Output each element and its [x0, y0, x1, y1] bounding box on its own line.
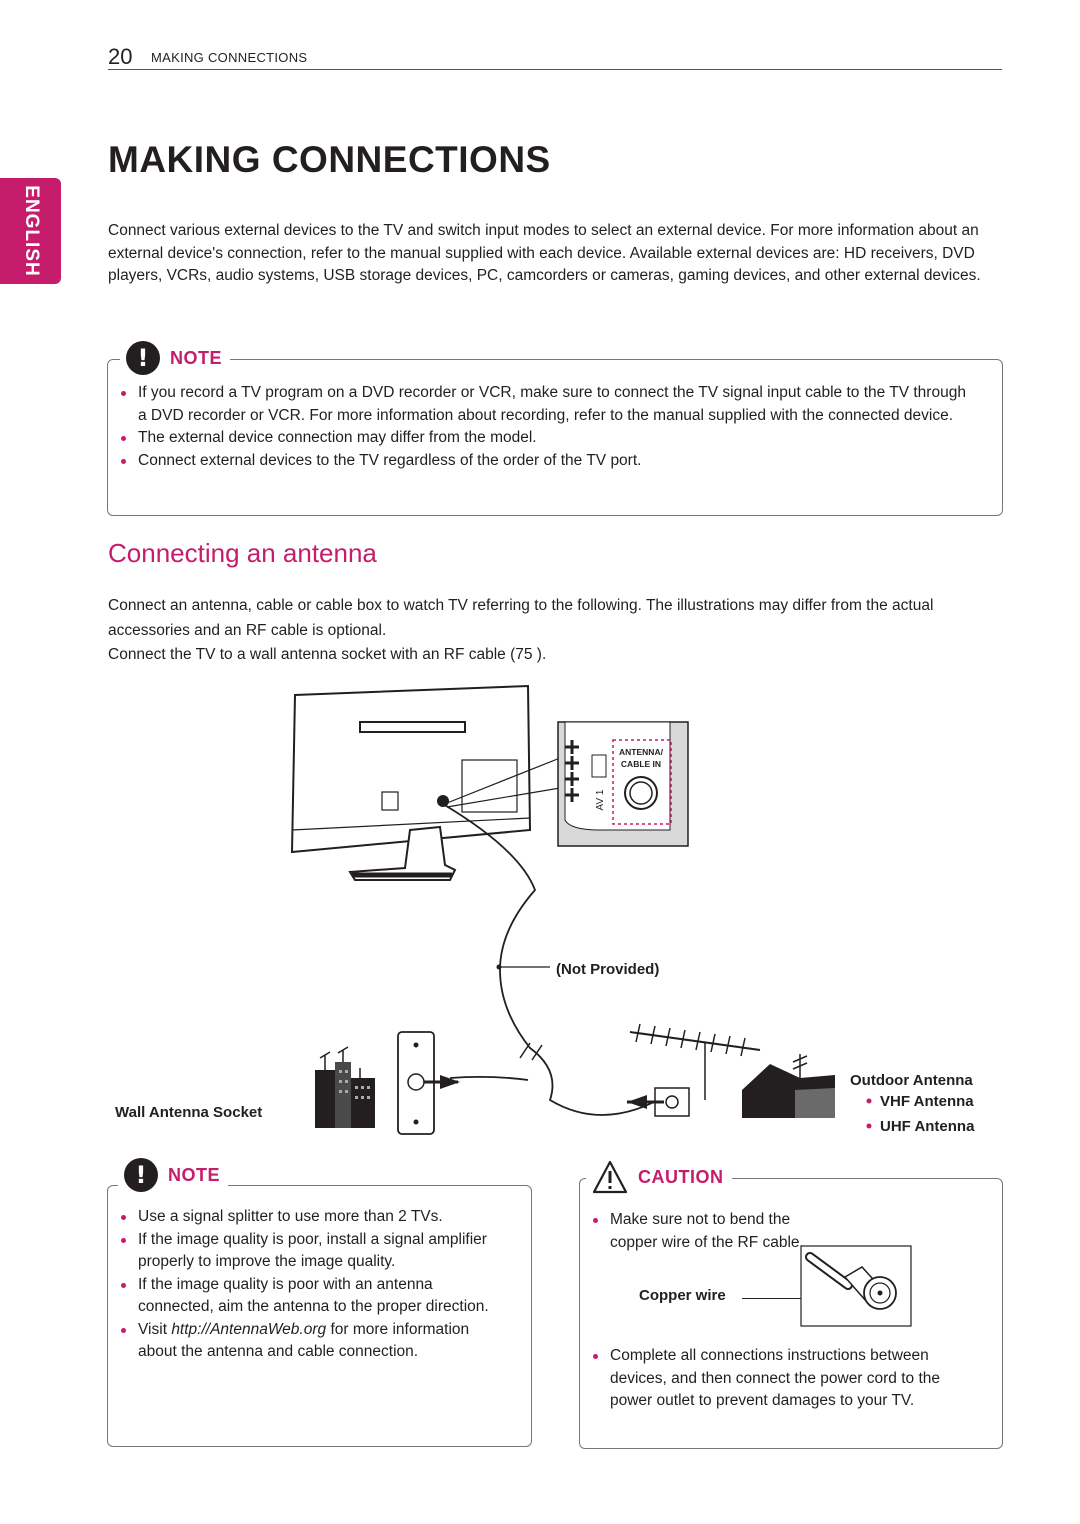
antenna-port-closeup: ANTENNA/ CABLE IN AV 1 [557, 721, 689, 847]
note-label: NOTE [170, 347, 223, 368]
av-port-label: AV 1 [595, 789, 606, 810]
caution-box: Make sure not to bend the copper wire of… [579, 1178, 1003, 1449]
section-paragraph: Connect an antenna, cable or cable box t… [108, 597, 934, 639]
language-tab-label: ENGLISH [20, 185, 42, 277]
note-item: If you record a TV program on a DVD reco… [108, 382, 973, 427]
note-box-2: Use a signal splitter to use more than 2… [107, 1185, 532, 1447]
section-title: Connecting an antenna [108, 538, 377, 568]
copper-wire-leader [742, 1298, 808, 1299]
note-heading: ! NOTE [120, 341, 231, 375]
caution-label: CAUTION [638, 1166, 724, 1187]
note-item: If the image quality is poor with an ant… [108, 1274, 508, 1319]
uhf-antenna-label: UHF Antenna [880, 1118, 975, 1135]
caution-item: Make sure not to bend the copper wire of… [580, 1209, 820, 1254]
note-item: Connect external devices to the TV regar… [108, 450, 973, 473]
caution-list: Make sure not to bend the copper wire of… [580, 1209, 820, 1254]
exclamation-icon: ! [124, 1158, 158, 1192]
exclamation-icon: ! [126, 341, 160, 375]
page-title: MAKING CONNECTIONS [108, 139, 551, 180]
note-box: If you record a TV program on a DVD reco… [107, 359, 1003, 516]
antennaweb-link[interactable]: http://AntennaWeb.org [171, 1320, 327, 1338]
not-provided-label: (Not Provided) [556, 961, 659, 978]
vhf-antenna-label: VHF Antenna [880, 1093, 974, 1110]
caution-list-2: Complete all connections instructions be… [580, 1345, 980, 1413]
note-list: If you record a TV program on a DVD reco… [108, 382, 973, 472]
note-label-2: NOTE [168, 1164, 221, 1185]
antenna-connection-diagram: ANTENNA/ CABLE IN AV 1 [115, 684, 975, 1135]
note-list-2: Use a signal splitter to use more than 2… [108, 1206, 508, 1364]
intro-paragraph: Connect various external devices to the … [108, 222, 981, 284]
header-divider [108, 69, 1002, 70]
page-number: 20 [108, 44, 133, 69]
outdoor-antenna-label: Outdoor Antenna [850, 1072, 973, 1089]
copper-wire-illustration [800, 1245, 912, 1327]
caution-heading: CAUTION [586, 1160, 732, 1194]
language-tab: ENGLISH [0, 178, 61, 284]
house-antenna-icon [742, 1054, 835, 1118]
note-item: The external device connection may diffe… [108, 427, 973, 450]
running-header: MAKING CONNECTIONS [151, 50, 308, 65]
copper-wire-label: Copper wire [639, 1287, 726, 1304]
warning-triangle-icon [592, 1160, 628, 1194]
caution-item: Complete all connections instructions be… [580, 1345, 980, 1413]
rf-cable [442, 803, 659, 1116]
wall-socket-illustration [397, 1031, 460, 1135]
cable-break-mark [519, 1042, 543, 1061]
tv-back-illustration [290, 684, 532, 881]
port-label-cable-in: CABLE IN [621, 759, 661, 769]
wall-socket-label: Wall Antenna Socket [115, 1104, 262, 1121]
note-item: Use a signal splitter to use more than 2… [108, 1206, 508, 1229]
outdoor-antenna-illustration [627, 1023, 761, 1117]
building-antenna-icon [315, 1046, 375, 1128]
note-item: If the image quality is poor, install a … [108, 1229, 508, 1274]
section-paragraph-2: Connect the TV to a wall antenna socket … [108, 646, 547, 663]
note-item-visit: Visit http://AntennaWeb.org for more inf… [108, 1319, 508, 1364]
note-heading-2: ! NOTE [118, 1158, 229, 1192]
port-label-antenna: ANTENNA/ [619, 747, 664, 757]
